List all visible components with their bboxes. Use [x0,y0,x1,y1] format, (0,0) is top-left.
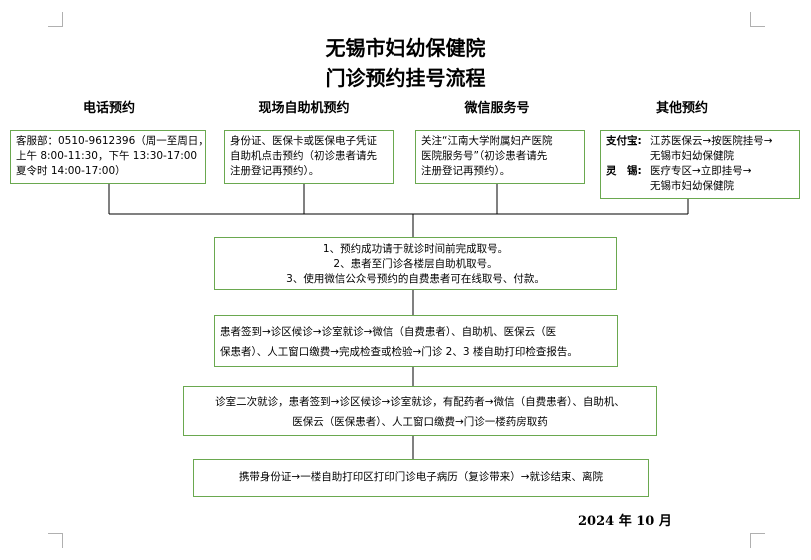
step-1-line: 2、患者至门诊各楼层自助机取号。 [333,258,498,270]
alipay-entry: 支付宝: 江苏医保云→按医院挂号→ 无锡市妇幼保健院 [606,134,794,164]
alipay-line: 江苏医保云→按医院挂号→ [650,135,773,147]
step-4-box: 携带身份证→一楼自助打印区打印门诊电子病历（复诊带来）→就诊结束、离院 [193,459,649,497]
heading-other-booking: 其他预约 [655,101,708,116]
wechat-booking-line: 关注“江南大学附属妇产医院 [421,135,553,147]
step-2-box: 患者签到→诊区候诊→诊室就诊→微信（自费患者）、自助机、医保云（医 保患者）、人… [214,315,618,367]
document-date: 2024 年 10 月 [578,514,672,529]
wechat-booking-line: 医院服务号”（初诊患者请先 [421,150,548,162]
wechat-booking-box: 关注“江南大学附属妇产医院 医院服务号”（初诊患者请先 注册登记再预约）。 [415,130,585,184]
phone-booking-box: 客服部：0510-9612396（周一至周日， 上午 8:00-11:30，下午… [10,130,209,184]
phone-booking-line: 夏令时 14:00-17:00） [16,165,126,177]
step-2-line: 患者签到→诊区候诊→诊室就诊→微信（自费患者）、自助机、医保云（医 [220,326,557,338]
heading-phone-booking: 电话预约 [82,101,135,116]
alipay-line: 无锡市妇幼保健院 [650,150,734,162]
kiosk-booking-line: 注册登记再预约）。 [230,165,320,177]
kiosk-booking-line: 身份证、医保卡或医保电子凭证 [230,135,377,147]
corner-mark-top-left [48,12,63,27]
step-4-line: 携带身份证→一楼自助打印区打印门诊电子病历（复诊带来）→就诊结束、离院 [238,471,604,483]
corner-mark-bottom-right [750,533,765,548]
kiosk-booking-box: 身份证、医保卡或医保电子凭证 自助机点击预约（初诊患者请先 注册登记再预约）。 [224,130,394,184]
heading-kiosk-booking: 现场自助机预约 [258,101,350,116]
step-1-line: 1、预约成功请于就诊时间前完成取号。 [322,243,509,255]
phone-booking-line: 上午 8:00-11:30，下午 13:30-17:00 [16,150,198,162]
step-3-line: 医保云（医保患者）、人工窗口缴费→门诊一楼药房取药 [292,416,548,428]
corner-mark-top-right [750,12,765,27]
step-3-box: 诊室二次就诊，患者签到→诊区候诊→诊室就诊，有配药者→微信（自费患者）、自助机、… [183,386,657,436]
step-1-box: 1、预约成功请于就诊时间前完成取号。 2、患者至门诊各楼层自助机取号。 3、使用… [214,237,617,290]
step-1-line: 3、使用微信公众号预约的自费患者可在线取号、付款。 [286,273,545,285]
step-3-line: 诊室二次就诊，患者签到→诊区候诊→诊室就诊，有配药者→微信（自费患者）、自助机、 [215,396,625,408]
lingxi-label: 灵 锡: [606,165,642,177]
step-2-line: 保患者）、人工窗口缴费→完成检查或检验→门诊 2、3 楼自助打印检查报告。 [220,346,578,358]
corner-mark-bottom-left [48,533,63,548]
lingxi-line: 无锡市妇幼保健院 [650,180,734,192]
diagram-title-line2: 门诊预约挂号流程 [325,66,486,90]
lingxi-line: 医疗专区→立即挂号→ [650,165,752,177]
kiosk-booking-line: 自助机点击预约（初诊患者请先 [230,150,377,162]
other-booking-box: 支付宝: 江苏医保云→按医院挂号→ 无锡市妇幼保健院 灵 锡: 医疗专区→立即挂… [600,130,800,199]
heading-wechat-booking: 微信服务号 [464,101,530,116]
alipay-label: 支付宝: [606,135,642,147]
diagram-title-line1: 无锡市妇幼保健院 [325,36,486,60]
phone-booking-line: 客服部：0510-9612396（周一至周日， [16,135,209,147]
wechat-booking-line: 注册登记再预约）。 [421,165,511,177]
lingxi-entry: 灵 锡: 医疗专区→立即挂号→ 无锡市妇幼保健院 [606,164,794,194]
